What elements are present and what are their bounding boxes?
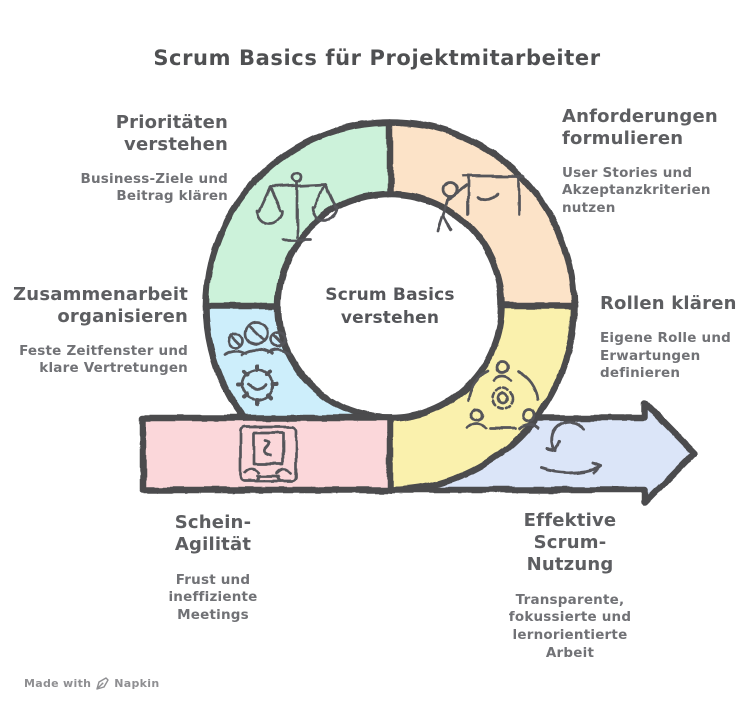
label-schein-heading: Schein-Agilität bbox=[174, 512, 252, 555]
label-rollen-heading: Rollen klären bbox=[600, 293, 737, 314]
team-gear-icon bbox=[466, 361, 540, 430]
diagram-outlines bbox=[139, 118, 698, 507]
label-prioritaeten-heading: Prioritäten verstehen bbox=[115, 112, 228, 155]
label-zusammenarbeit-subtext: Feste Zeitfenster und klare Vertretungen bbox=[19, 342, 188, 377]
arrow-band-arrowhead-outline bbox=[387, 399, 698, 507]
label-rollen: Rollen klären Eigene Rolle und Erwartung… bbox=[600, 293, 752, 383]
arrow-band-pink-outline bbox=[139, 414, 395, 494]
segment-roles-fill bbox=[390, 306, 574, 490]
label-anforderungen-subtext: User Stories und Akzeptanzkriterien nutz… bbox=[562, 164, 711, 216]
page-title: Scrum Basics für Projektmitarbeiter bbox=[153, 46, 601, 70]
pen-nib-icon bbox=[96, 677, 109, 690]
made-with-napkin: Made with Napkin bbox=[24, 677, 160, 690]
label-zusammenarbeit-heading: Zusammenarbeit organisieren bbox=[13, 284, 188, 327]
made-with-text: Made with bbox=[24, 677, 92, 690]
outer-ring-outline bbox=[202, 118, 578, 494]
collaboration-gear-icon bbox=[223, 320, 291, 406]
center-label: Scrum Basics verstehen bbox=[325, 285, 455, 328]
label-schein-subtext: Frust und ineffiziente Meetings bbox=[168, 571, 258, 623]
label-zusammenarbeit: Zusammenarbeit organisieren Feste Zeitfe… bbox=[8, 284, 188, 378]
label-effektiv-subtext: Transparente, fokussierte und lernorient… bbox=[508, 591, 632, 661]
label-anforderungen-heading: Anforderungen formulieren bbox=[562, 106, 718, 149]
meeting-screen-icon bbox=[239, 425, 298, 483]
sprint-loop-icon bbox=[540, 420, 603, 474]
presenter-board-icon bbox=[436, 174, 526, 233]
label-anforderungen: Anforderungen formulieren User Stories u… bbox=[562, 106, 748, 218]
scales-icon bbox=[255, 171, 340, 241]
label-schein-agilitaet: Schein-Agilität Frust und ineffiziente M… bbox=[142, 512, 284, 625]
label-prioritaeten-subtext: Business-Ziele und Beitrag klären bbox=[80, 170, 228, 205]
label-prioritaeten: Prioritäten verstehen Business-Ziele und… bbox=[58, 112, 228, 206]
label-effektive-nutzung: Effektive Scrum-Nutzung Transparente, fo… bbox=[494, 510, 646, 662]
label-effektiv-heading: Effektive Scrum-Nutzung bbox=[523, 510, 617, 575]
label-rollen-subtext: Eigene Rolle und Erwartungen definieren bbox=[600, 329, 732, 382]
napkin-brand-text: Napkin bbox=[114, 677, 160, 690]
segment-requirements-fill bbox=[390, 122, 574, 306]
